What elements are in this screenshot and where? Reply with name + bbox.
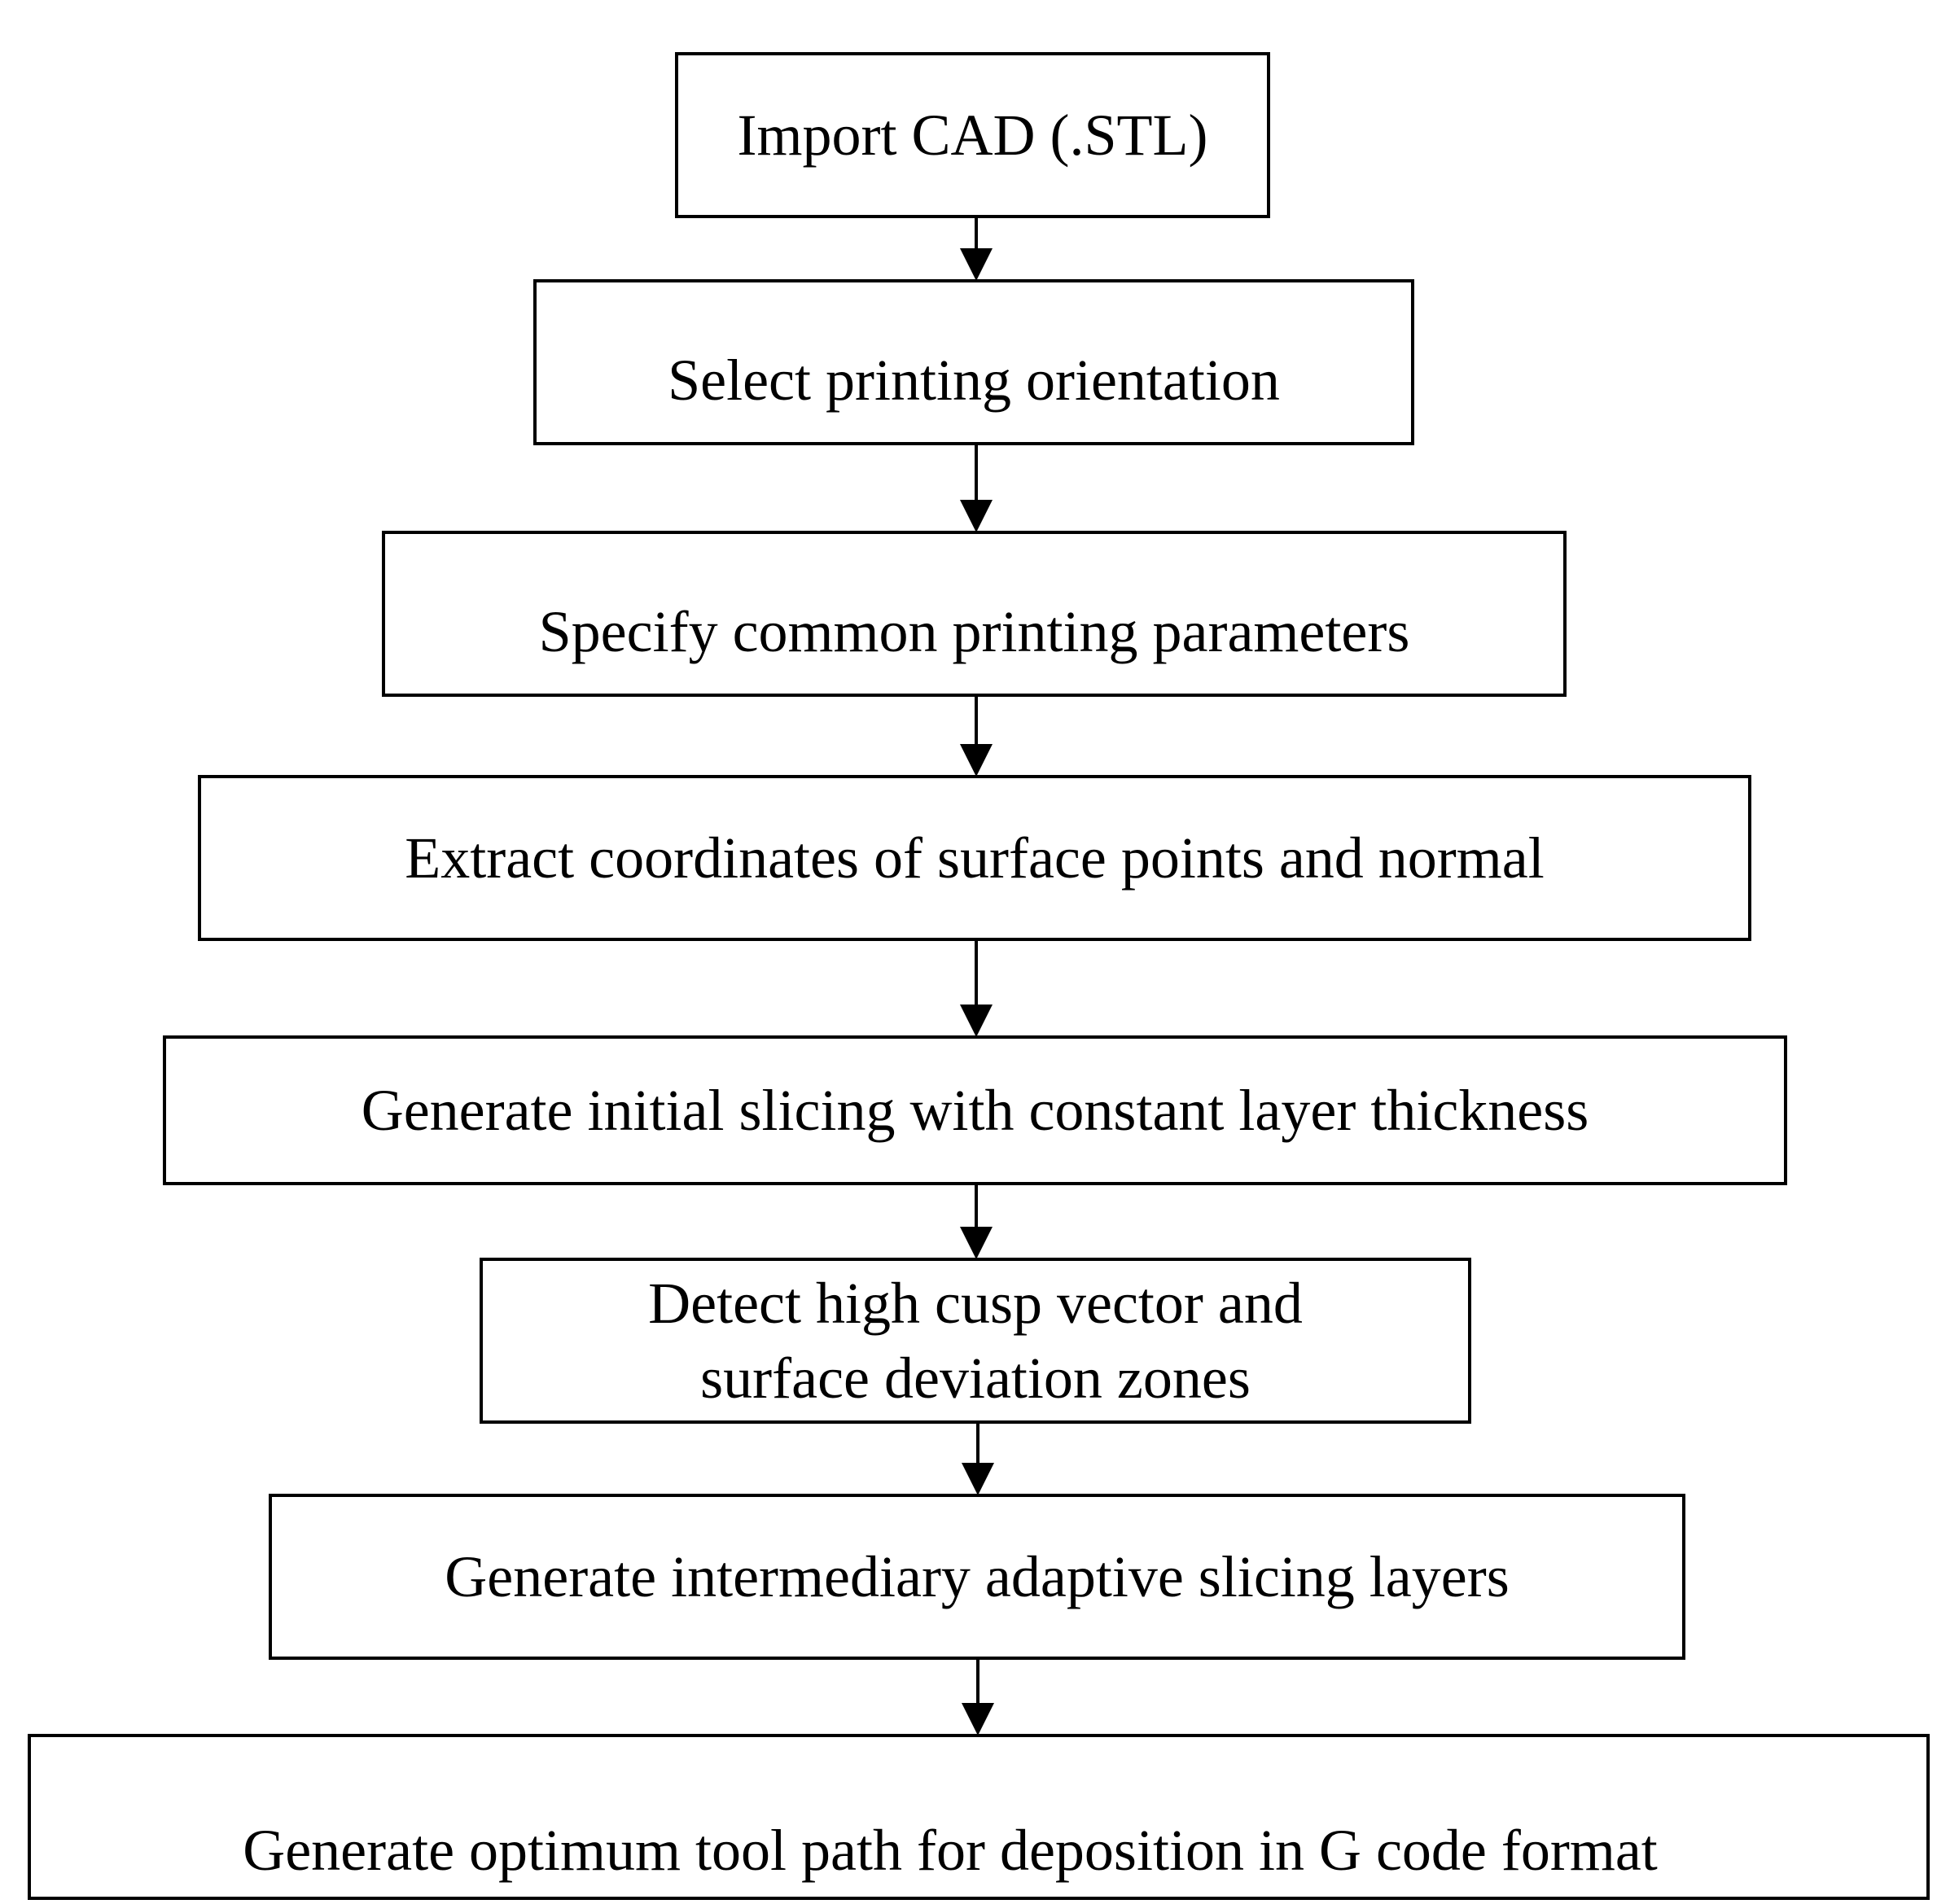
step-initial-slicing-label: Generate initial slicing with constant l… xyxy=(361,1077,1589,1143)
step-detect-zones-line-1: Detect high cusp vector and xyxy=(648,1270,1303,1336)
step-detect-zones-label: Detect high cusp vector and surface devi… xyxy=(648,1266,1303,1416)
step-extract-coordinates-box: Extract coordinates of surface points an… xyxy=(198,775,1751,941)
step-specify-parameters-label: Specify common printing parameters xyxy=(538,598,1410,664)
step-import-cad-label: Import CAD (.STL) xyxy=(737,102,1208,168)
step-adaptive-slicing-box: Generate intermediary adaptive slicing l… xyxy=(269,1494,1685,1660)
step-adaptive-slicing-label: Generate intermediary adaptive slicing l… xyxy=(445,1543,1510,1609)
step-detect-zones-line-2: surface deviation zones xyxy=(700,1346,1251,1411)
step-select-orientation-box: Select printing orientation xyxy=(533,279,1414,445)
step-extract-coordinates-label: Extract coordinates of surface points an… xyxy=(405,825,1545,891)
step-import-cad-box: Import CAD (.STL) xyxy=(675,52,1270,218)
step-initial-slicing-box: Generate initial slicing with constant l… xyxy=(163,1035,1787,1185)
step-select-orientation-label: Select printing orientation xyxy=(668,347,1280,413)
step-detect-zones-box: Detect high cusp vector and surface devi… xyxy=(480,1258,1471,1424)
step-tool-path-label: Generate optimum tool path for depositio… xyxy=(243,1817,1658,1883)
step-specify-parameters-box: Specify common printing parameters xyxy=(382,531,1567,697)
step-tool-path-box: Generate optimum tool path for depositio… xyxy=(28,1734,1930,1900)
